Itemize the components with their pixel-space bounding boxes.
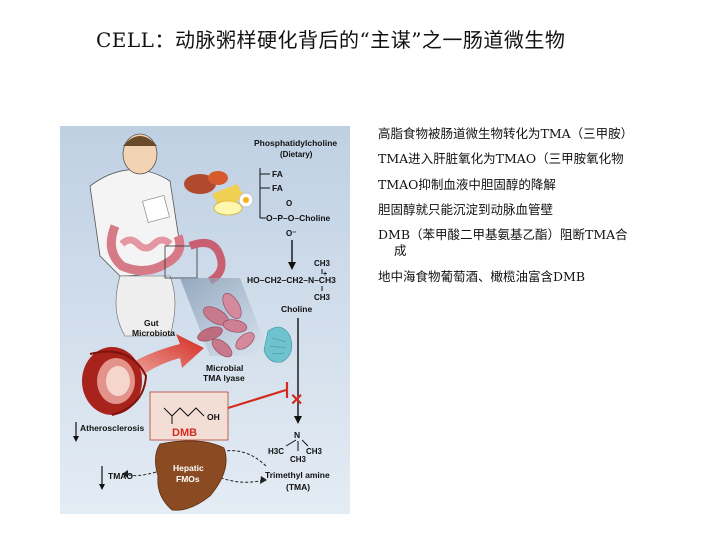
choline-label: Choline — [281, 304, 312, 314]
tmao-label: TMAO — [108, 471, 133, 481]
pathway-figure: Phosphatidylcholine (Dietary) FA FA O O–… — [60, 126, 350, 514]
gut-microbiota-illustration — [197, 293, 255, 358]
bullet-item: TMAO抑制血液中胆固醇的降解 — [378, 176, 556, 192]
tma-lyase-illustration — [263, 326, 293, 363]
bullet-list: 高脂食物被肠道微生物转化为TMA（三甲胺） TMA进入肝脏氧化为TMAO（三甲胺… — [378, 126, 708, 294]
tma-abbrev-label: (TMA) — [286, 482, 310, 492]
phosphate-o-bottom: O⁻ — [286, 229, 296, 238]
bullet-item: 高脂食物被肠道微生物转化为TMA（三甲胺） — [378, 126, 634, 141]
dmb-label: DMB — [172, 427, 197, 439]
slide-title: CELL：动脉粥样硬化背后的“主谋”之一肠道微生物 — [96, 28, 566, 52]
phosphatidylcholine-structure — [259, 168, 270, 219]
dmb-oh-label: OH — [207, 412, 220, 422]
choline-ch3-bottom: CH3 — [314, 293, 331, 302]
phosphate-chain: O–P–O–Choline — [266, 213, 331, 223]
hepatic-label: Hepatic — [173, 463, 204, 473]
atherosclerosis-arrow — [73, 422, 79, 442]
dietary-label: (Dietary) — [280, 150, 313, 159]
dmb-box — [149, 391, 229, 441]
tmao-arrow — [99, 466, 105, 490]
tma-ch3-right: CH3 — [306, 447, 323, 456]
gut-label: Gut — [144, 318, 159, 328]
trimethylamine-label: Trimethyl amine — [265, 470, 330, 480]
microbial-label: Microbial — [206, 363, 243, 373]
choline-formula: HO–CH2–CH2–N–CH3 — [247, 275, 336, 285]
liver-illustration — [155, 440, 227, 511]
choline-ch3-top: CH3 — [314, 259, 331, 268]
arrow-to-choline — [288, 240, 296, 270]
arrow-choline-to-tma — [294, 318, 302, 424]
food-illustration — [184, 171, 254, 216]
tma-lyase-label: TMA lyase — [203, 373, 245, 383]
bullet-item: 胆固醇就只能沉淀到动脉血管壁 — [378, 201, 554, 217]
phosphate-o-top: O — [286, 199, 292, 208]
fa-label-1: FA — [272, 169, 283, 179]
tma-bonds — [285, 439, 309, 451]
bullet-item: TMA进入肝脏氧化为TMAO（三甲胺氧化物 — [378, 151, 624, 167]
microbiota-label: Microbiota — [132, 328, 175, 338]
atherosclerosis-label: Atherosclerosis — [80, 423, 145, 433]
blocked-x-icon: ✕ — [290, 392, 303, 409]
dmb-structure — [163, 407, 205, 424]
tma-n: N — [294, 430, 300, 440]
tma-ch3-bottom: CH3 — [290, 455, 307, 464]
dmb-inhibition-line — [227, 382, 289, 410]
bullet-item: DMB（苯甲酸二甲基氨基乙酯）阻断TMA合成 — [378, 227, 628, 259]
intestine-illustration — [106, 224, 226, 285]
fa-label-2: FA — [272, 183, 283, 193]
choline-n-plus: + — [323, 271, 327, 278]
bullet-item: 地中海食物葡萄酒、橄榄油富含DMB — [378, 268, 586, 284]
tma-h3c: H3C — [268, 447, 284, 456]
phosphatidylcholine-label: Phosphatidylcholine — [254, 138, 337, 148]
fmos-label: FMOs — [176, 474, 200, 484]
artery-illustration — [82, 347, 148, 416]
